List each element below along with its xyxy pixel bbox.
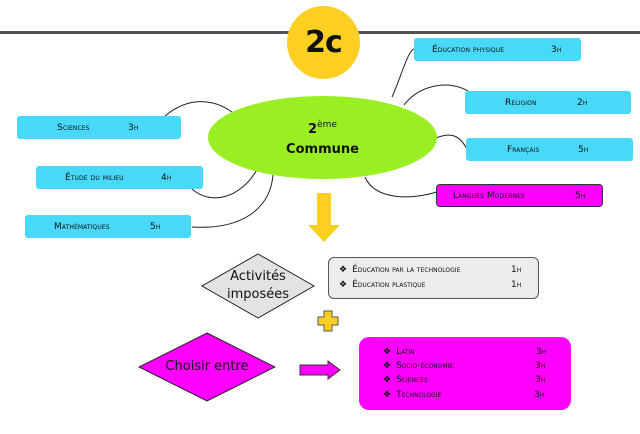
subject-francais: Français 5h <box>466 138 633 161</box>
connector-sciences <box>164 101 233 117</box>
imposed-activities-node: Activités imposées <box>200 252 316 320</box>
bullet-icon: ❖ <box>339 280 348 290</box>
choice-item: ❖Technologie <box>383 390 442 400</box>
connector-etude <box>191 167 259 199</box>
choice-node: Choisir entre <box>138 332 276 402</box>
imposed-activities-list: ❖Éducation par la technologie 1h ❖Éducat… <box>328 257 539 299</box>
connector-francais <box>435 134 468 150</box>
connector-religion <box>403 84 469 106</box>
center-node: 2ème Commune <box>208 96 437 179</box>
bullet-icon: ❖ <box>383 390 392 400</box>
class-badge: 2c <box>287 6 360 79</box>
connector-langues <box>364 176 438 198</box>
bullet-icon: ❖ <box>383 361 392 371</box>
subject-sciences: Sciences 3h <box>17 116 181 139</box>
diamond-shape <box>138 332 276 402</box>
choice-item-hours: 3h <box>536 347 547 357</box>
subject-etude-du-milieu: Étude du milieu 4h <box>36 166 203 189</box>
bullet-icon: ❖ <box>383 375 392 385</box>
imposed-label-line1: Activités <box>230 269 286 284</box>
diamond-shape <box>200 253 316 319</box>
imposed-item: ❖Éducation par la technologie <box>339 265 461 275</box>
center-year: 2ème <box>308 120 337 137</box>
bullet-icon: ❖ <box>383 347 392 357</box>
class-badge-label: 2c <box>305 25 343 60</box>
subject-langues-modernes: Langues Modernes 5h <box>436 184 603 207</box>
down-arrow-icon <box>308 193 340 242</box>
imposed-item-hours: 1h <box>511 265 522 275</box>
plus-icon <box>317 310 339 332</box>
choice-item: ❖Latin <box>383 347 415 357</box>
subject-mathematiques: Mathématiques 5h <box>25 215 191 238</box>
imposed-item: ❖Éducation plastique <box>339 280 426 290</box>
choice-options-list: ❖Latin 3h ❖Socio-économie 3h ❖Sciences 3… <box>359 337 571 410</box>
subject-education-physique: Éducation physique 3h <box>414 38 581 61</box>
choice-item-hours: 3h <box>534 390 545 400</box>
bullet-icon: ❖ <box>339 265 348 275</box>
imposed-item-hours: 1h <box>511 280 522 290</box>
connector-maths <box>191 174 274 228</box>
choice-item-hours: 3h <box>535 361 546 371</box>
choice-item: ❖Sciences <box>383 375 428 385</box>
connector-edphys <box>391 48 415 98</box>
imposed-label-line2: imposées <box>226 287 290 302</box>
center-title: Commune <box>286 142 359 157</box>
choice-item: ❖Socio-économie <box>383 361 454 371</box>
choice-item-hours: 3h <box>535 375 546 385</box>
choice-label: Choisir entre <box>165 359 249 374</box>
right-arrow-icon <box>299 360 341 380</box>
subject-religion: Religion 2h <box>465 91 631 114</box>
